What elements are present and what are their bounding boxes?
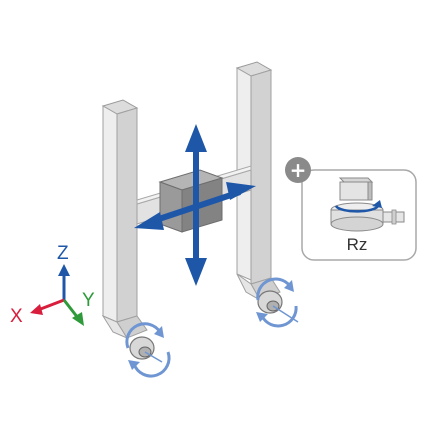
- x-axis-line: [37, 298, 65, 312]
- horizontal-arrow: [149, 189, 241, 225]
- rotation-arrow-right-outer: [256, 277, 292, 301]
- left-post: [101, 99, 148, 340]
- rotation-arrow-left-outer: [125, 322, 162, 349]
- arrow-head-up: [185, 124, 207, 152]
- arrow-head-left: [134, 212, 164, 230]
- y-axis-head: [72, 312, 84, 326]
- rotation-arrow-right-inner: [260, 305, 298, 328]
- rz-label: Rz: [347, 235, 368, 254]
- plus-icon: +: [290, 158, 307, 182]
- z-axis-label: Z: [57, 243, 69, 264]
- rz-inset: + Rz: [285, 157, 417, 261]
- x-axis-head: [30, 304, 43, 315]
- arrow-head-right: [226, 182, 256, 200]
- y-axis-label: Y: [82, 290, 95, 311]
- translation-arrows: [134, 124, 256, 286]
- x-axis-label: X: [10, 306, 23, 327]
- axis-triad: Z X Y: [10, 243, 95, 327]
- plus-badge: +: [285, 157, 311, 183]
- y-axis-line: [62, 299, 80, 319]
- rotation-arrow-left-inner: [132, 351, 171, 378]
- left-pivot: [125, 322, 171, 378]
- rotation-mechanism-icon: [330, 177, 405, 232]
- z-axis-head: [58, 264, 70, 276]
- arrow-head-down: [185, 258, 207, 286]
- right-pivot: [256, 277, 299, 328]
